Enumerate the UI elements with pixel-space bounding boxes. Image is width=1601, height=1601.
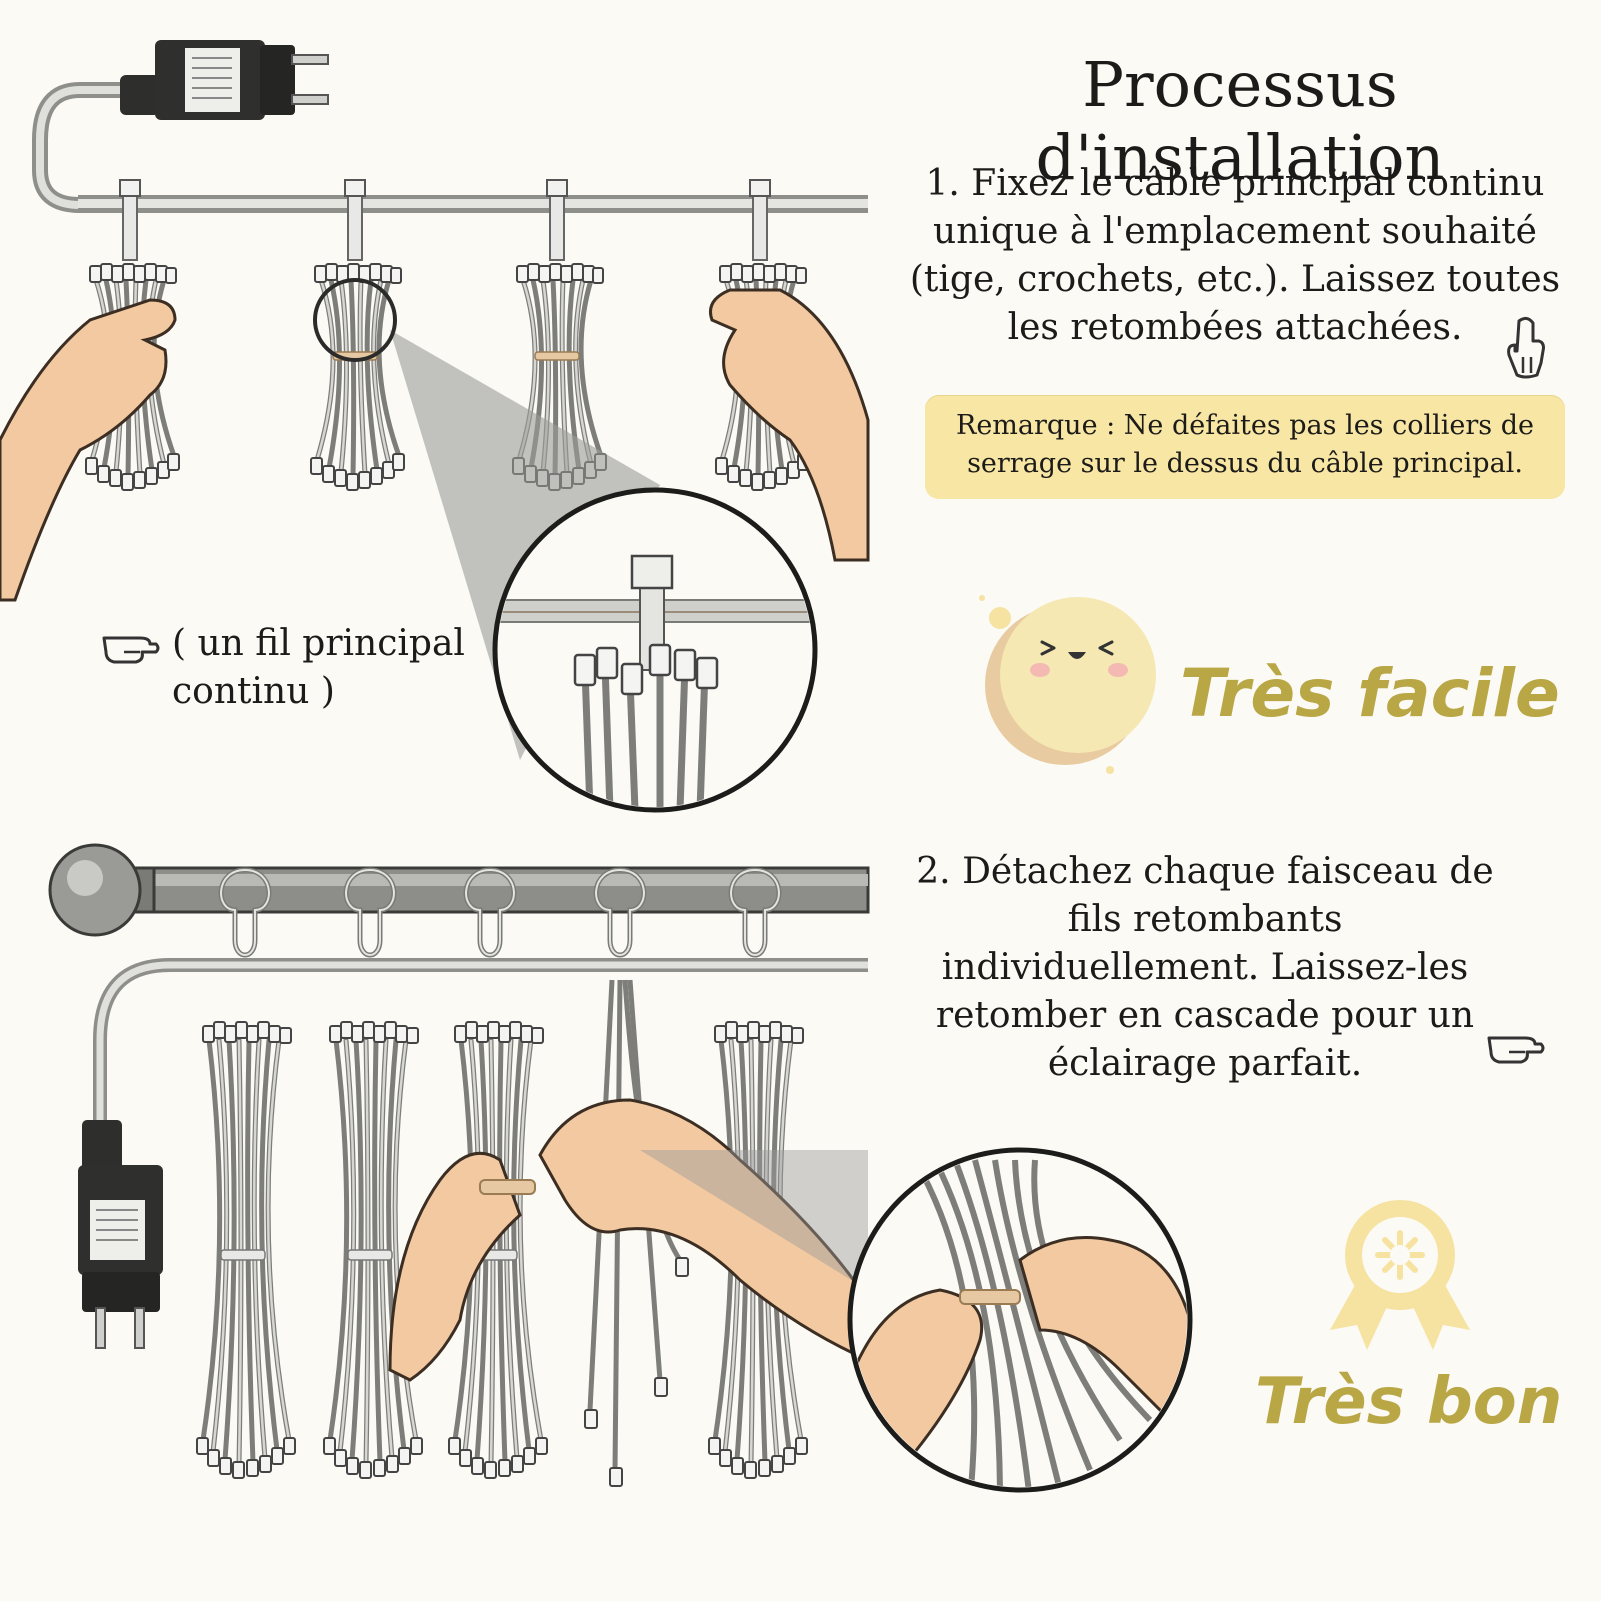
step-2-line: éclairage parfait. xyxy=(1047,1043,1363,1084)
power-adapter-bottom xyxy=(78,1120,163,1349)
main-cable-bottom xyxy=(93,958,868,1130)
step-2-line: retomber en cascade pour un xyxy=(935,995,1475,1036)
step-2-instructions: 2. Détachez chaque faisceau de fils reto… xyxy=(880,848,1530,1088)
wire-label-line: continu ) xyxy=(172,671,335,712)
pointing-down-hand-icon xyxy=(1507,316,1545,379)
step-1-instructions: 1. Fixez le câble principal continu uniq… xyxy=(895,160,1575,352)
pointing-right-hand-icon xyxy=(1487,1036,1545,1064)
wire-label-line: ( un fil principal xyxy=(172,623,465,664)
smiling-moon-icon xyxy=(979,595,1156,774)
step-1-line: (tige, crochets, etc.). Laissez toutes xyxy=(909,259,1561,300)
main-wire-label: ( un fil principal continu ) xyxy=(172,620,492,716)
quality-label: Très bon xyxy=(1255,1365,1563,1439)
curtain-rod xyxy=(48,843,870,937)
note-line: Remarque : Ne défaites pas les colliers … xyxy=(955,410,1534,441)
step-2-line: 2. Détachez chaque faisceau de xyxy=(916,851,1494,892)
power-adapter-top xyxy=(32,40,329,213)
hand-left-top xyxy=(0,298,177,602)
hand-right-top xyxy=(709,288,870,562)
zoom-detail-top xyxy=(313,278,818,813)
hands-bottom xyxy=(388,1098,870,1382)
award-ribbon-icon xyxy=(1330,1200,1470,1350)
ease-label: Très facile xyxy=(1180,655,1560,732)
step-2-line: individuellement. Laissez-les xyxy=(941,947,1469,988)
step-1-line: 1. Fixez le câble principal continu xyxy=(925,163,1545,204)
zoom-detail-bottom xyxy=(640,1147,1193,1493)
page-title: Processus d'installation xyxy=(1035,48,1445,194)
pointing-right-hand-icon xyxy=(102,636,160,664)
note-line: serrage sur le dessus du câble principal… xyxy=(967,448,1523,479)
main-cable-top xyxy=(78,195,868,213)
note-text: Remarque : Ne défaites pas les colliers … xyxy=(925,407,1565,483)
note-box: Remarque : Ne défaites pas les colliers … xyxy=(925,395,1565,499)
step-1-line: unique à l'emplacement souhaité xyxy=(933,211,1537,252)
step-1-line: les retombées attachées. xyxy=(1007,307,1463,348)
step-2-line: fils retombants xyxy=(1067,899,1343,940)
